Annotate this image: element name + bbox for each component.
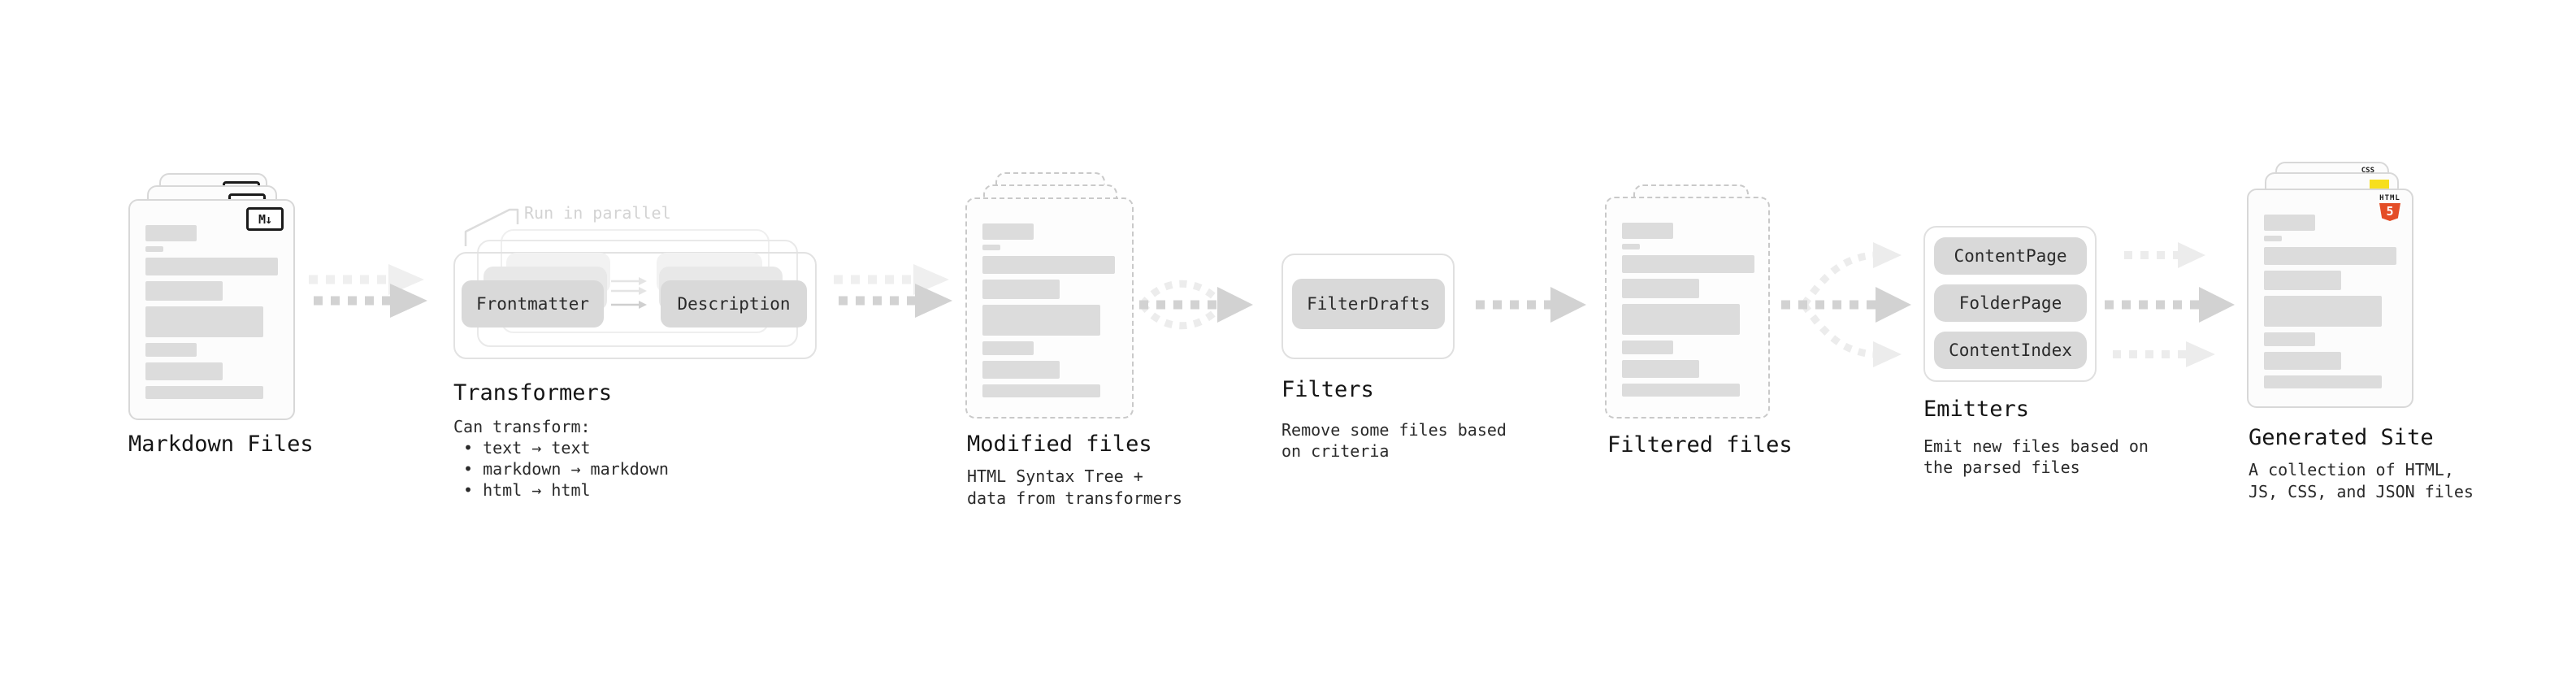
skeleton-line bbox=[2264, 236, 2282, 241]
arrow-modified-to-filters bbox=[1139, 280, 1253, 330]
caption-line: HTML Syntax Tree + bbox=[967, 466, 1143, 486]
skeleton-line bbox=[2264, 332, 2315, 346]
skeleton-line bbox=[145, 246, 163, 252]
skeleton-line bbox=[982, 245, 1000, 250]
skeleton-line bbox=[2264, 296, 2382, 327]
arrow-filtered-to-emitters bbox=[1781, 242, 1911, 367]
arrow-filters-to-filtered bbox=[1476, 287, 1586, 323]
skeleton-line bbox=[145, 386, 263, 399]
skeleton-line bbox=[145, 306, 263, 337]
arrow-transformers-to-modified bbox=[834, 264, 952, 318]
skeleton-line bbox=[145, 281, 223, 301]
skeleton-line bbox=[1622, 255, 1754, 273]
skeleton-line bbox=[1622, 340, 1673, 354]
skeleton-line bbox=[2264, 375, 2382, 388]
caption-line: data from transformers bbox=[967, 488, 1182, 508]
skeleton-line bbox=[2264, 247, 2396, 265]
stage-markdown-files: M↓ M↓ M↓ Markdown Files bbox=[126, 162, 314, 487]
skeleton-line bbox=[2264, 271, 2341, 290]
caption-line: • html → html bbox=[463, 480, 591, 500]
stage-transformers: Run in parallel Frontmatter Description … bbox=[453, 195, 835, 536]
skeleton-line bbox=[982, 223, 1034, 240]
skeleton-line bbox=[982, 256, 1115, 274]
skeleton-line bbox=[982, 280, 1060, 299]
stage-generated-site: CSS HTML 5 Generated Site A collection o… bbox=[2244, 162, 2488, 519]
stage-label-modified: Modified files bbox=[967, 432, 1152, 457]
parallel-note: Run in parallel bbox=[524, 203, 671, 223]
html5-shield: 5 bbox=[2379, 203, 2400, 221]
stage-label-filters: Filters bbox=[1281, 377, 1374, 402]
file-card-front: HTML 5 bbox=[2247, 189, 2413, 408]
skeleton-line bbox=[145, 258, 278, 275]
skeleton-line bbox=[1622, 304, 1740, 335]
caption-line: • markdown → markdown bbox=[463, 459, 669, 479]
stage-label-emitters: Emitters bbox=[1923, 397, 2030, 422]
stage-emitters: ContentPage FolderPage ContentIndex Emit… bbox=[1923, 226, 2167, 494]
skeleton-line bbox=[1622, 244, 1640, 249]
caption-line: Can transform: bbox=[453, 417, 591, 436]
skeleton-line bbox=[1622, 279, 1699, 298]
modified-caption: HTML Syntax Tree + data from transformer… bbox=[967, 466, 1182, 510]
skeleton-line bbox=[982, 305, 1100, 336]
stage-label-markdown: Markdown Files bbox=[128, 432, 314, 457]
stage-label-filtered: Filtered files bbox=[1607, 432, 1793, 458]
filters-caption: Remove some files based on criteria bbox=[1281, 419, 1507, 462]
parallel-arrows-icon bbox=[611, 277, 647, 309]
caption-line: JS, CSS, and JSON files bbox=[2249, 482, 2474, 501]
stage-filters: FilterDrafts Filters Remove some files b… bbox=[1281, 254, 1517, 489]
skeleton-line bbox=[982, 341, 1034, 355]
stage-label-transformers: Transformers bbox=[453, 380, 613, 406]
skeleton-line bbox=[1622, 384, 1740, 397]
emitter-pill-contentindex: ContentIndex bbox=[1934, 332, 2087, 369]
file-card-front bbox=[965, 197, 1134, 419]
generated-caption: A collection of HTML, JS, CSS, and JSON … bbox=[2249, 459, 2474, 503]
parallel-note-leader-line bbox=[464, 208, 519, 246]
skeleton-line bbox=[982, 361, 1060, 379]
transformer-pill-description: Description bbox=[661, 280, 807, 327]
transformers-caption: Can transform: • text → text • markdown … bbox=[453, 416, 669, 501]
emitters-caption: Emit new files based on the parsed files bbox=[1923, 436, 2149, 478]
skeleton-line bbox=[145, 362, 223, 380]
html5-icon: HTML 5 bbox=[2378, 194, 2402, 221]
file-card-front: M↓ bbox=[128, 199, 295, 420]
emitter-pill-contentpage: ContentPage bbox=[1934, 237, 2087, 275]
html5-label: HTML bbox=[2379, 194, 2400, 202]
js-icon bbox=[2370, 180, 2389, 190]
caption-line: Remove some files based bbox=[1281, 420, 1507, 440]
caption-line: Emit new files based on bbox=[1923, 436, 2149, 456]
skeleton-line bbox=[2264, 352, 2341, 370]
stage-label-generated: Generated Site bbox=[2249, 425, 2434, 450]
transformer-pill-frontmatter: Frontmatter bbox=[462, 280, 604, 327]
skeleton-line bbox=[982, 384, 1100, 397]
caption-line: A collection of HTML, bbox=[2249, 460, 2454, 479]
skeleton-line bbox=[2264, 215, 2315, 231]
skeleton-line bbox=[1622, 223, 1673, 239]
caption-line: the parsed files bbox=[1923, 458, 2080, 477]
filter-pill-filterdrafts: FilterDrafts bbox=[1292, 279, 1445, 329]
stage-filtered-files: Filtered files bbox=[1602, 162, 1806, 487]
emitter-pill-folderpage: FolderPage bbox=[1934, 284, 2087, 322]
caption-line: • text → text bbox=[463, 438, 591, 458]
caption-line: on criteria bbox=[1281, 441, 1390, 461]
arrow-emitters-to-generated bbox=[2105, 242, 2235, 367]
markdown-icon: M↓ bbox=[246, 207, 284, 231]
file-card-front bbox=[1605, 197, 1770, 419]
skeleton-line bbox=[145, 343, 197, 357]
skeleton-line bbox=[1622, 360, 1699, 378]
skeleton-line bbox=[145, 225, 197, 241]
transformer-run-front bbox=[453, 252, 817, 359]
stage-modified-files: Modified files HTML Syntax Tree + data f… bbox=[963, 162, 1199, 519]
arrow-markdown-to-transformers bbox=[309, 264, 427, 318]
